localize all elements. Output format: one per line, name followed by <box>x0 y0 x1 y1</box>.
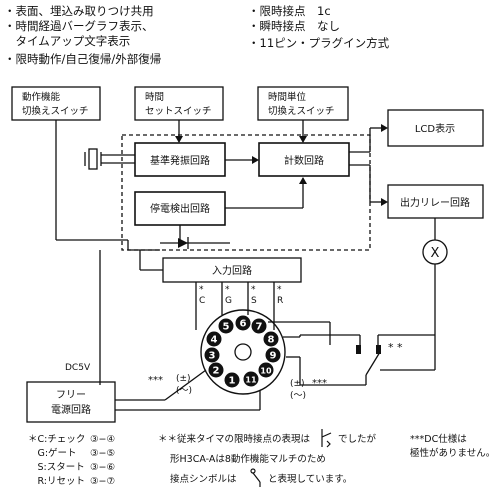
terminal-star: * <box>277 285 282 295</box>
power-supply-label: 電源回路 <box>51 403 91 416</box>
terminal-star: * <box>225 285 230 295</box>
socket-pin-number: 7 <box>256 322 263 333</box>
dc-note-text: 極性がありません。 <box>410 448 496 459</box>
polarity-top-left: (±) <box>176 374 191 384</box>
note-text: と表現しています。 <box>268 474 353 485</box>
oscillator-label: 基準発振回路 <box>150 154 210 167</box>
mode-switch-label: 切換えスイッチ <box>22 105 89 117</box>
dc-note-text: ***DC仕様は <box>410 434 467 445</box>
feature-line: タイムアップ文字表示 <box>4 34 131 48</box>
unit-switch-label: 切換えスイッチ <box>268 105 335 117</box>
socket-pin-number: 1 <box>229 376 236 387</box>
lcd-label: LCD表示 <box>415 122 455 135</box>
lcd-block: LCD表示 <box>387 109 484 147</box>
input-label: 入力回路 <box>212 264 252 277</box>
socket-pin-number: 9 <box>270 351 277 362</box>
legend-pins: ③−④ <box>90 434 115 445</box>
unit-switch-block: 時間単位 切換えスイッチ <box>257 86 349 121</box>
polarity-stars-right: *** <box>312 378 327 389</box>
terminal-star: * <box>199 285 204 295</box>
legend-label: R:リセット <box>28 476 86 487</box>
socket-pin-number: 2 <box>213 366 220 377</box>
socket-pin-number: 3 <box>209 351 216 362</box>
legend-label: S:スタート <box>28 462 85 473</box>
old-contact-symbol-icon <box>321 429 332 448</box>
polarity-top-right: (±) <box>290 379 305 389</box>
input-terminal-labels: * C * G * S * R <box>199 285 283 306</box>
power-supply-label: フリー <box>56 390 86 401</box>
socket-pin <box>235 315 251 331</box>
feature-line: ・限時動作/自己復帰/外部復帰 <box>4 52 162 66</box>
socket-pin-number: 10 <box>260 367 272 376</box>
counter-label: 計数回路 <box>284 154 324 167</box>
diode-icon <box>160 225 230 249</box>
time-switch-label: セットスイッチ <box>145 106 212 117</box>
legend-label: ＊C:チェック <box>28 434 86 445</box>
terminal-letter: S <box>251 296 257 306</box>
power-fail-block: 停電検出回路 <box>134 191 226 226</box>
note-text: 接点シンボルは <box>170 474 237 485</box>
feature-line: ・時間経過バーグラフ表示、 <box>4 19 154 33</box>
mode-switch-block: 動作機能 切換えスイッチ <box>11 86 101 121</box>
internal-boundary <box>121 134 371 251</box>
polarity-bottom-left: (〜) <box>176 386 192 396</box>
note-text: 形H3CA-Aは8動作機能マルチのため <box>170 454 326 465</box>
socket-pin <box>251 318 267 334</box>
polarity-stars-left: *** <box>148 375 163 386</box>
input-block: 入力回路 <box>162 257 302 283</box>
oscillator-block: 基準発振回路 <box>134 142 226 177</box>
socket-pin <box>265 347 281 363</box>
terminal-letter: C <box>199 296 205 306</box>
relay-coil-icon: X <box>422 239 448 265</box>
note-text: ＊＊従来タイマの限時接点の表現は <box>158 434 311 445</box>
output-relay-block: 出力リレー回路 <box>387 184 484 219</box>
socket-pin <box>208 362 224 378</box>
socket-pin-number: 11 <box>245 376 257 385</box>
socket-pin-number: 8 <box>268 335 275 346</box>
time-switch-block: 時間 セットスイッチ <box>134 86 224 121</box>
socket-pin <box>263 331 279 347</box>
socket-pin <box>204 347 220 363</box>
counter-block: 計数回路 <box>258 142 350 177</box>
feature-line: ・11ピン・プラグイン方式 <box>248 36 390 50</box>
power-supply-block: フリー 電源回路 <box>26 381 116 423</box>
legend-pins: ③−⑤ <box>90 448 115 459</box>
socket-pin-number: 6 <box>240 319 247 330</box>
socket-pin-number: 5 <box>223 322 230 333</box>
output-relay-label: 出力リレー回路 <box>400 196 470 209</box>
socket-pin <box>258 362 274 378</box>
time-switch-label: 時間 <box>145 92 164 103</box>
legend-pins: ③−⑥ <box>90 462 115 473</box>
note-text: でしたが <box>338 434 377 445</box>
terminal-letter: R <box>277 296 283 306</box>
crystal-icon <box>84 148 135 170</box>
unit-switch-label: 時間単位 <box>268 91 307 103</box>
contact-switch-icon <box>356 345 381 385</box>
socket-icon <box>200 309 286 395</box>
power-fail-label: 停電検出回路 <box>150 202 210 215</box>
socket-pin-number: 4 <box>211 335 218 346</box>
feature-line: ・瞬時接点 なし <box>248 19 340 33</box>
legend-pins: ③−⑦ <box>90 476 115 487</box>
terminal-star: * <box>251 285 256 295</box>
legend-label: G:ゲート <box>28 448 77 459</box>
contact-stars: * * <box>388 341 403 354</box>
socket-pin <box>224 372 240 388</box>
dc5v-label: DC5V <box>65 363 91 373</box>
polarity-bottom-right: (〜) <box>290 391 306 401</box>
mode-switch-label: 動作機能 <box>22 91 61 103</box>
terminal-letter: G <box>225 296 232 306</box>
relay-coil-label: X <box>431 246 440 261</box>
socket-pin <box>243 371 259 387</box>
socket-pin <box>206 331 222 347</box>
socket-pin <box>218 318 234 334</box>
new-contact-symbol-icon <box>250 468 261 487</box>
feature-line: ・表面、埋込み取りつけ共用 <box>4 4 154 18</box>
feature-line: ・限時接点 1c <box>248 4 331 18</box>
